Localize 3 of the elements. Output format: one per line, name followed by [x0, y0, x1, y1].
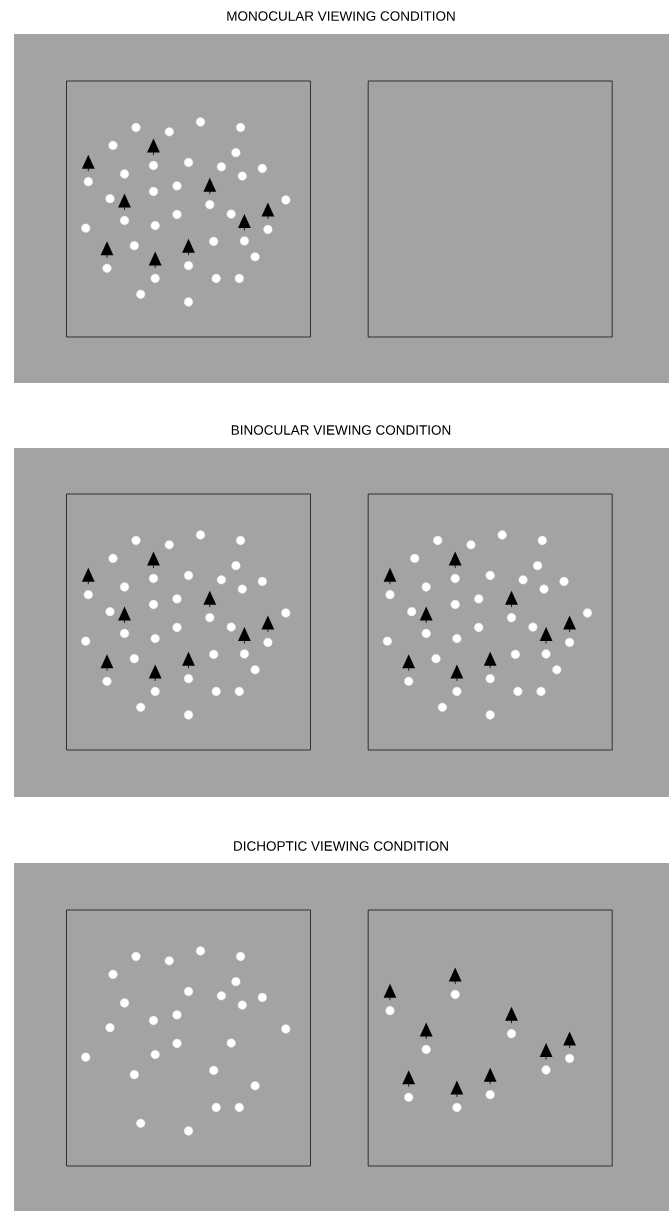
panel-title: DICHOPTIC VIEWING CONDITION — [234, 841, 448, 851]
panel-title: BINOCULAR VIEWING CONDITION — [231, 425, 451, 435]
panel-title: MONOCULAR VIEWING CONDITION — [227, 11, 455, 21]
